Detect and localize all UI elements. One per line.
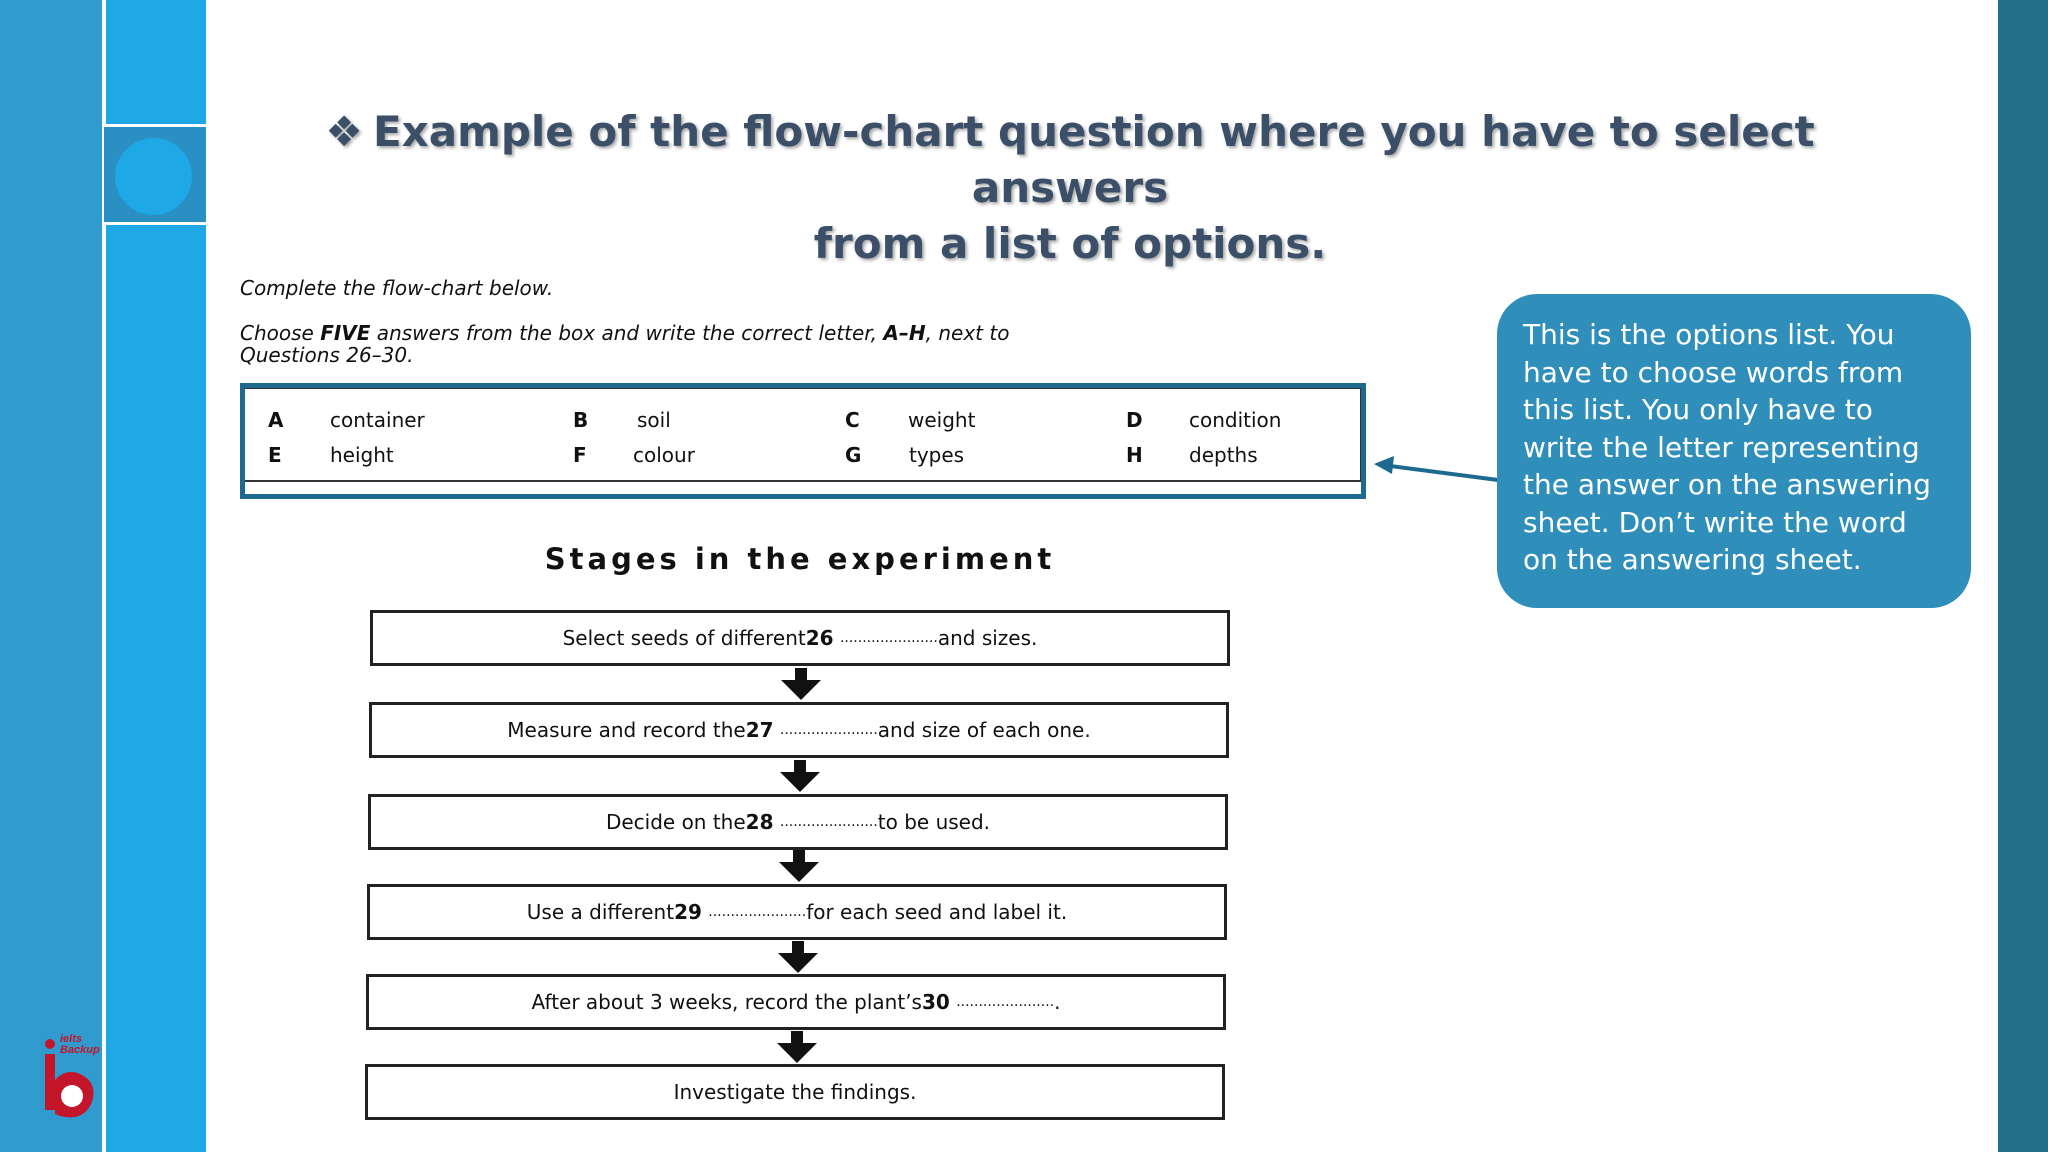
slide-title-line1: Example of the flow-chart question where… bbox=[372, 107, 1815, 212]
question-number: 28 bbox=[745, 810, 774, 834]
down-arrow-icon bbox=[781, 668, 821, 700]
answer-blank: ...................... bbox=[708, 904, 807, 920]
down-arrow-icon bbox=[779, 850, 819, 882]
option-letter: H bbox=[1126, 443, 1143, 467]
step-text: Decide on the bbox=[605, 810, 746, 834]
option-letter: A bbox=[268, 408, 284, 432]
instruction-choose-post: , next to bbox=[925, 321, 1010, 345]
slide-title-line2: from a list of options. bbox=[813, 219, 1327, 268]
answer-blank: ...................... bbox=[839, 630, 938, 646]
options-highlight-outline bbox=[240, 383, 1366, 499]
step-text: Investigate the findings. bbox=[673, 1080, 917, 1104]
step-text: Use a different bbox=[526, 900, 675, 924]
diamond-bullet-icon: ❖ bbox=[325, 107, 363, 156]
option-word: types bbox=[909, 443, 965, 467]
answer-blank: ...................... bbox=[779, 722, 878, 738]
left-bar-divider bbox=[102, 0, 106, 1152]
instruction-choose-mid: answers from the box and write the corre… bbox=[370, 321, 884, 345]
option-word: depths bbox=[1189, 443, 1258, 467]
left-bar-circle bbox=[115, 138, 192, 215]
option-word: condition bbox=[1189, 408, 1282, 432]
question-number: 26 bbox=[805, 626, 834, 650]
down-arrow-icon bbox=[780, 760, 820, 792]
option-letter: E bbox=[268, 443, 282, 467]
left-outer-bar bbox=[0, 0, 102, 1152]
step-text: to be used. bbox=[877, 810, 991, 834]
option-word: weight bbox=[908, 408, 976, 432]
instruction-choose-bold: FIVE bbox=[320, 321, 371, 345]
option-letter: D bbox=[1126, 408, 1143, 432]
right-edge-bar bbox=[1998, 0, 2048, 1152]
option-word: soil bbox=[637, 408, 671, 432]
instruction-choose-line2: Questions 26–30. bbox=[240, 343, 414, 367]
instruction-choose-pre: Choose bbox=[240, 321, 321, 345]
question-number: 27 bbox=[745, 718, 774, 742]
option-word: colour bbox=[633, 443, 695, 467]
step-text: for each seed and label it. bbox=[806, 900, 1068, 924]
flowchart-title: Stages in the experiment bbox=[544, 542, 1056, 576]
slide-title: ❖Example of the flow-chart question wher… bbox=[300, 104, 1840, 272]
logo-text: ielts Backup bbox=[60, 1034, 100, 1056]
ielts-backup-logo bbox=[45, 1039, 94, 1118]
instruction-complete: Complete the flow-chart below. bbox=[240, 276, 554, 300]
flowchart-step-4: Use a different 29 .....................… bbox=[367, 884, 1227, 940]
instruction-choose: Choose FIVE answers from the box and wri… bbox=[240, 322, 1240, 366]
flowchart-step-1: Select seeds of different 26 ...........… bbox=[370, 610, 1230, 666]
step-text: . bbox=[1054, 990, 1061, 1014]
step-text: After about 3 weeks, record the plant’s bbox=[531, 990, 922, 1014]
flowchart-step-6: Investigate the findings. bbox=[365, 1064, 1225, 1120]
option-word: container bbox=[330, 408, 425, 432]
options-callout: This is the options list. You have to ch… bbox=[1497, 294, 1971, 608]
option-letter: B bbox=[573, 408, 589, 432]
flowchart-step-5: After about 3 weeks, record the plant’s … bbox=[366, 974, 1226, 1030]
answer-blank: ...................... bbox=[779, 814, 878, 830]
question-number: 30 bbox=[921, 990, 950, 1014]
option-word: height bbox=[330, 443, 394, 467]
step-text: and sizes. bbox=[937, 626, 1038, 650]
down-arrow-icon bbox=[777, 1031, 817, 1063]
step-text: Measure and record the bbox=[507, 718, 746, 742]
logo-text-line1: ielts bbox=[60, 1033, 83, 1045]
flowchart-step-2: Measure and record the 27 ..............… bbox=[369, 702, 1229, 758]
step-text: Select seeds of different bbox=[562, 626, 806, 650]
flowchart-step-3: Decide on the 28 ...................... … bbox=[368, 794, 1228, 850]
callout-arrow-icon bbox=[1374, 456, 1499, 482]
logo-text-line2: Backup bbox=[60, 1044, 100, 1056]
option-letter: G bbox=[845, 443, 862, 467]
step-text: and size of each one. bbox=[877, 718, 1091, 742]
option-letter: F bbox=[573, 443, 587, 467]
instruction-choose-bold2: A–H bbox=[883, 321, 926, 345]
answer-blank: ...................... bbox=[956, 994, 1055, 1010]
option-letter: C bbox=[845, 408, 860, 432]
down-arrow-icon bbox=[778, 941, 818, 973]
question-number: 29 bbox=[674, 900, 702, 924]
